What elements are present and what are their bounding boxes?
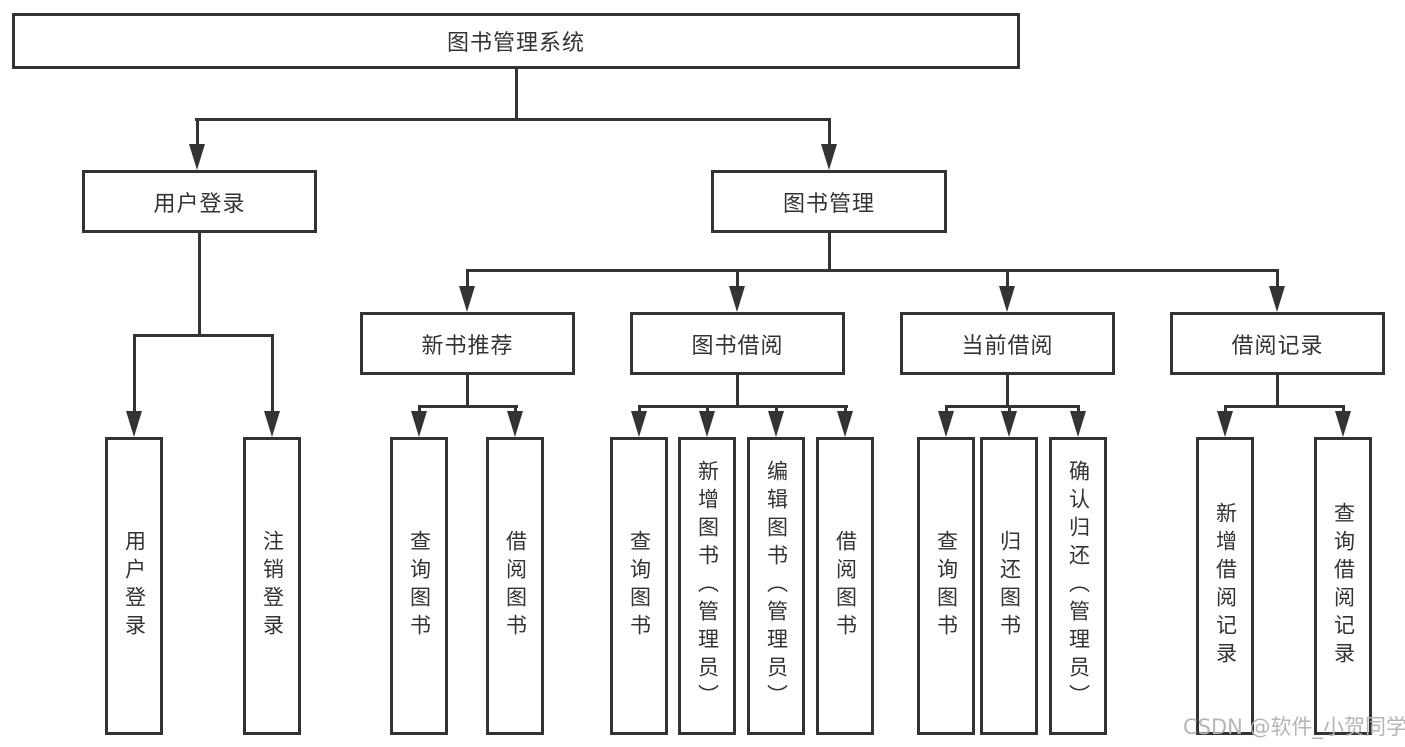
connector-stem-current-query [945,406,948,415]
leaf-logout-label: 注销登录 [260,530,285,642]
leaf-add-borrow-record: 新增借阅记录 [1196,437,1254,735]
connector-stem-recommend-borrow [514,406,517,415]
leaf-return-books: 归还图书 [980,437,1038,735]
connector-book-management-trunk [828,233,831,272]
connector-records-rail [1224,405,1345,408]
leaf-recommend-query-books-label: 查询图书 [407,530,432,642]
connector-stem-user-login [196,119,199,148]
connector-recommend-trunk [466,375,469,408]
leaf-recommend-borrow-books-label: 借阅图书 [503,530,528,642]
connector-stem-records-add [1224,406,1227,415]
leaf-borrow-query-books: 查询图书 [610,437,668,735]
connector-stem-borrow-records [1276,270,1279,290]
leaf-borrow-books: 借阅图书 [816,437,874,735]
leaf-logout: 注销登录 [243,437,301,735]
connector-stem-borrow-query [638,406,641,415]
connector-stem-leaf-logout [271,335,274,415]
arrow-recommend-borrow [507,411,523,437]
node-book-management: 图书管理 [711,170,947,233]
arrow-records-add [1217,411,1233,437]
connector-current-trunk [1006,375,1009,408]
leaf-borrow-query-books-label: 查询图书 [627,530,652,642]
arrow-new-book-recommend [459,286,475,312]
connector-stem-book-borrow [736,270,739,290]
connector-current-rail [945,405,1080,408]
connector-stem-current-return [1008,406,1011,415]
leaf-query-borrow-record-label: 查询借阅记录 [1331,502,1356,670]
leaf-edit-books-admin: 编辑图书（管理员） [747,437,805,735]
connector-stem-new-book-recommend [466,270,469,290]
leaf-query-borrow-record: 查询借阅记录 [1314,437,1372,735]
connector-stem-borrow-borrow [844,406,847,415]
csdn-watermark: CSDN @软件_小贺同学 [1183,715,1405,739]
leaf-add-books-admin-label: 新增图书（管理员） [695,460,720,712]
arrow-borrow-edit [768,411,784,437]
node-root: 图书管理系统 [12,13,1020,69]
arrow-current-confirm [1070,411,1086,437]
connector-stem-leaf-user-login [133,335,136,415]
arrow-book-management [821,144,837,170]
connector-recommend-rail [418,405,518,408]
arrow-current-return [1001,411,1017,437]
node-new-book-recommend: 新书推荐 [360,312,575,375]
node-book-borrow: 图书借阅 [630,312,845,375]
arrow-leaf-user-login [126,411,142,437]
leaf-add-borrow-record-label: 新增借阅记录 [1213,502,1238,670]
connector-user-login-trunk [198,233,201,337]
leaf-edit-books-admin-label: 编辑图书（管理员） [764,460,789,712]
leaf-current-query-books: 查询图书 [917,437,975,735]
node-user-login: 用户登录 [82,170,317,233]
leaf-borrow-books-label: 借阅图书 [833,530,858,642]
leaf-add-books-admin: 新增图书（管理员） [678,437,736,735]
connector-root-trunk [515,68,518,119]
arrow-borrow-add [699,411,715,437]
connector-stem-current-confirm [1077,406,1080,415]
leaf-current-query-books-label: 查询图书 [934,530,959,642]
connector-stem-records-query [1342,406,1345,415]
connector-stem-borrow-add [706,406,709,415]
connector-l3-rail [466,269,1279,272]
leaf-recommend-borrow-books: 借阅图书 [486,437,544,735]
node-current-borrow: 当前借阅 [900,312,1115,375]
leaf-user-login-label: 用户登录 [122,530,147,642]
leaf-confirm-return-admin: 确认归还（管理员） [1049,437,1107,735]
connector-l2-rail [195,118,831,121]
arrow-recommend-query [411,411,427,437]
connector-stem-recommend-query [418,406,421,415]
arrow-borrow-borrow [837,411,853,437]
connector-borrow-trunk [736,375,739,408]
arrow-borrow-query [631,411,647,437]
arrow-records-query [1335,411,1351,437]
arrow-current-borrow [999,286,1015,312]
arrow-book-borrow [729,286,745,312]
connector-stem-book-management [828,119,831,148]
arrow-leaf-logout [264,411,280,437]
leaf-user-login: 用户登录 [105,437,163,735]
connector-stem-current-borrow [1006,270,1009,290]
node-borrow-records: 借阅记录 [1170,312,1385,375]
connector-records-trunk [1276,375,1279,408]
arrow-user-login [189,144,205,170]
leaf-recommend-query-books: 查询图书 [390,437,448,735]
leaf-return-books-label: 归还图书 [997,530,1022,642]
connector-user-login-rail [133,334,274,337]
connector-stem-borrow-edit [775,406,778,415]
arrow-borrow-records [1269,286,1285,312]
arrow-current-query [938,411,954,437]
connector-borrow-rail [638,405,848,408]
leaf-confirm-return-admin-label: 确认归还（管理员） [1066,460,1091,712]
